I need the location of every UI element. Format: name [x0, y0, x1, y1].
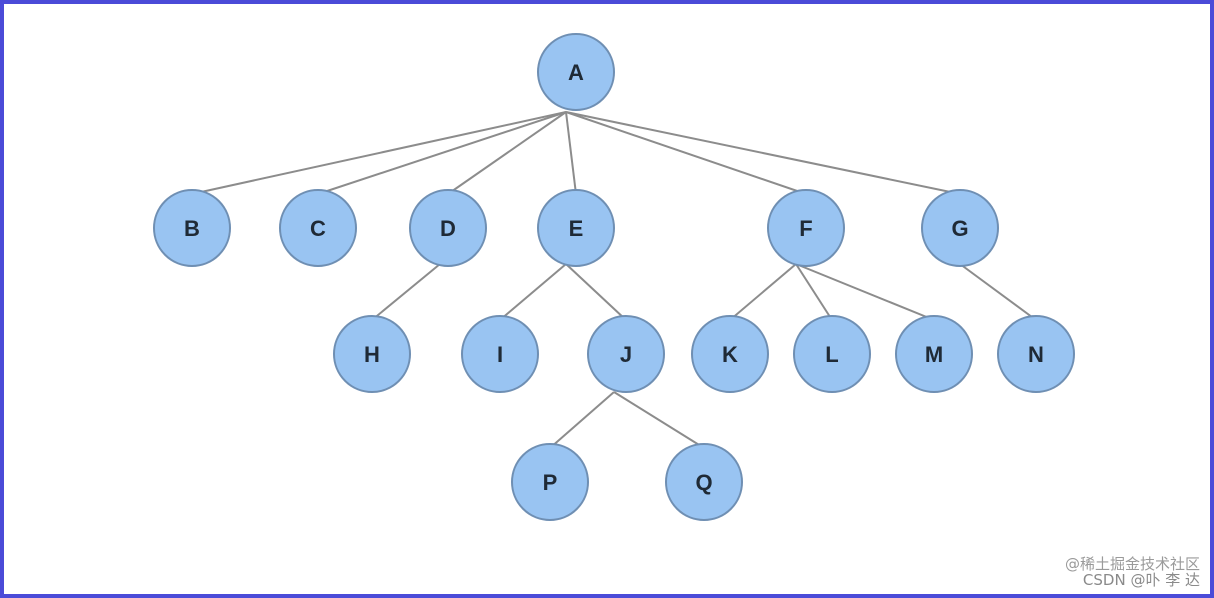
- edge-A-F: [565, 111, 807, 195]
- edge-F-M: [795, 263, 935, 321]
- node-label-L: L: [825, 342, 838, 367]
- edge-E-I: [499, 263, 567, 321]
- tree-node-Q: Q: [665, 443, 743, 521]
- tree-node-C: C: [279, 189, 357, 267]
- node-label-M: M: [925, 342, 943, 367]
- tree-node-P: P: [511, 443, 589, 521]
- node-circle-Q: [665, 443, 743, 521]
- node-circle-K: [691, 315, 769, 393]
- node-label-I: I: [497, 342, 503, 367]
- node-label-K: K: [722, 342, 738, 367]
- tree-nodes: A B C D E F G H I J K L M N P Q: [153, 33, 1075, 521]
- tree-node-H: H: [333, 315, 411, 393]
- node-circle-C: [279, 189, 357, 267]
- tree-node-G: G: [921, 189, 999, 267]
- node-label-B: B: [184, 216, 200, 241]
- node-label-D: D: [440, 216, 456, 241]
- node-circle-E: [537, 189, 615, 267]
- tree-node-M: M: [895, 315, 973, 393]
- node-circle-B: [153, 189, 231, 267]
- node-label-G: G: [951, 216, 968, 241]
- node-label-N: N: [1028, 342, 1044, 367]
- node-label-E: E: [569, 216, 584, 241]
- edge-D-H: [371, 263, 441, 321]
- node-label-Q: Q: [695, 470, 712, 495]
- node-circle-P: [511, 443, 589, 521]
- tree-node-I: I: [461, 315, 539, 393]
- node-label-H: H: [364, 342, 380, 367]
- tree-node-D: D: [409, 189, 487, 267]
- node-label-C: C: [310, 216, 326, 241]
- watermark-line-1: @稀土掘金技术社区: [1064, 555, 1200, 573]
- tree-node-J: J: [587, 315, 665, 393]
- node-label-J: J: [620, 342, 632, 367]
- watermark: @稀土掘金技术社区 CSDN @卟 李 达: [1065, 556, 1200, 588]
- edge-F-L: [795, 263, 833, 321]
- edge-J-Q: [613, 391, 705, 449]
- edge-A-D: [447, 111, 567, 195]
- node-circle-F: [767, 189, 845, 267]
- node-circle-N: [997, 315, 1075, 393]
- node-circle-M: [895, 315, 973, 393]
- node-circle-I: [461, 315, 539, 393]
- edge-E-J: [565, 263, 627, 321]
- tree-node-B: B: [153, 189, 231, 267]
- node-circle-J: [587, 315, 665, 393]
- node-circle-D: [409, 189, 487, 267]
- tree-node-A: A: [537, 33, 615, 111]
- node-circle-L: [793, 315, 871, 393]
- tree-node-F: F: [767, 189, 845, 267]
- node-label-A: A: [568, 60, 584, 85]
- node-circle-G: [921, 189, 999, 267]
- tree-node-N: N: [997, 315, 1075, 393]
- edge-A-E: [565, 111, 577, 195]
- edge-A-B: [191, 111, 567, 195]
- node-label-P: P: [543, 470, 558, 495]
- node-circle-A: [537, 33, 615, 111]
- edge-G-N: [959, 263, 1037, 321]
- tree-node-L: L: [793, 315, 871, 393]
- tree-edges: [191, 111, 1037, 449]
- tree-node-K: K: [691, 315, 769, 393]
- edge-A-G: [565, 111, 961, 195]
- edge-J-P: [549, 391, 615, 449]
- watermark-line-2: CSDN @卟 李 达: [1082, 571, 1200, 589]
- edge-A-C: [317, 111, 567, 195]
- node-label-F: F: [799, 216, 812, 241]
- edge-F-K: [729, 263, 797, 321]
- node-circle-H: [333, 315, 411, 393]
- tree-node-E: E: [537, 189, 615, 267]
